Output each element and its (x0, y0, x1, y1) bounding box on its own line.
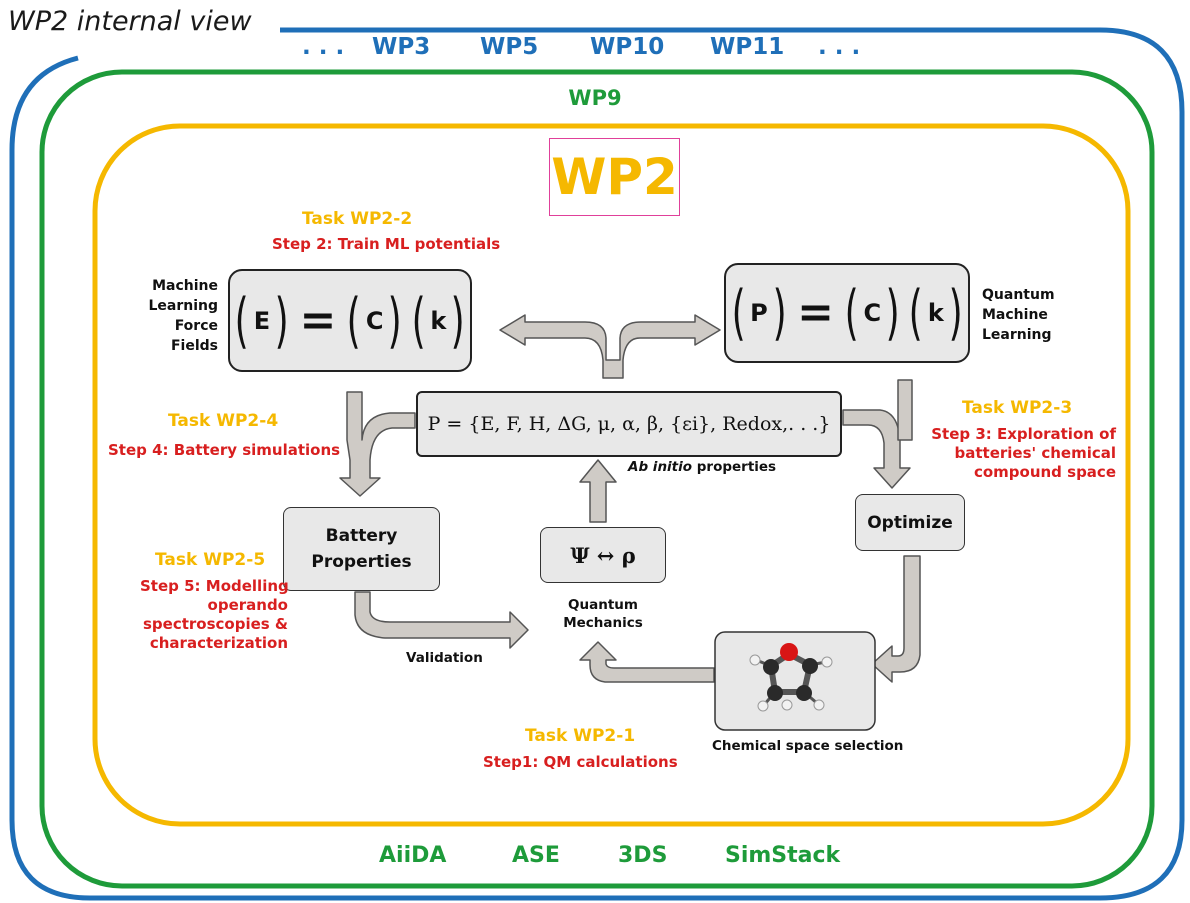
mlff-label: Machine Learning Force Fields (148, 278, 218, 354)
wp5-label: WP5 (480, 34, 539, 60)
arrow-properties-to-optimize (842, 409, 911, 489)
task-wp2-2: Task WP2-2 (302, 209, 413, 229)
qml-equation: (P)=(C)(k) (731, 278, 963, 348)
double-arrow-branch (499, 314, 721, 379)
tool-simstack: SimStack (725, 843, 841, 868)
task-wp2-1: Task WP2-1 (525, 726, 636, 746)
validation-label: Validation (406, 650, 483, 666)
step-5-label: Step 5: Modelling operando spectroscopie… (140, 577, 289, 652)
molecule-atoms (749, 643, 833, 712)
wp9-label: WP9 (568, 86, 622, 110)
tool-3ds: 3DS (618, 843, 668, 868)
quantum-mechanics-node: Ψ ↔ ρ (540, 527, 666, 583)
wp11-label: WP11 (710, 34, 785, 60)
task-wp2-3: Task WP2-3 (962, 398, 1073, 418)
page-title: WP2 internal view (8, 6, 252, 37)
step-3-label: Step 3: Exploration of batteries' chemic… (931, 425, 1116, 481)
outer-ring (9, 27, 1185, 901)
outer-dots-left: . . . (302, 34, 345, 60)
properties-formula: P = {E, F, H, ΔG, μ, α, β, {εi}, Redox,.… (427, 413, 831, 435)
middle-ring (39, 69, 1155, 889)
step-1-label: Step1: QM calculations (483, 753, 678, 771)
properties-box: P = {E, F, H, ΔG, μ, α, β, {εi}, Redox,.… (416, 391, 842, 457)
wp10-label: WP10 (590, 34, 665, 60)
qm-caption: Quantum Mechanics (563, 597, 643, 631)
arrow-qm-to-properties (579, 459, 617, 523)
optimize-node: Optimize (855, 494, 965, 551)
step-2-label: Step 2: Train ML potentials (272, 235, 501, 253)
arrow-optimize-to-chemspace (871, 555, 921, 683)
ab-initio-caption: Ab initio properties (628, 459, 777, 475)
arrow-qml-down (897, 379, 913, 441)
arrow-chemspace-to-qm (579, 641, 715, 683)
arrow-battery-to-validation (354, 591, 529, 649)
outer-dots-right: . . . (818, 34, 861, 60)
task-wp2-5: Task WP2-5 (155, 550, 266, 570)
chem-space-caption: Chemical space selection (712, 738, 904, 754)
arrow-mlff-to-battery (339, 391, 416, 497)
inner-ring (92, 123, 1131, 827)
wp3-label: WP3 (372, 34, 431, 60)
task-wp2-4: Task WP2-4 (168, 411, 279, 431)
tool-ase: ASE (512, 843, 560, 868)
mlff-equation-box: (E)=(C)(k) (228, 269, 472, 372)
qml-label: Quantum Machine Learning (982, 287, 1055, 343)
mlff-equation: (E)=(C)(k) (234, 285, 466, 356)
step-4-label: Step 4: Battery simulations (108, 441, 341, 459)
wp2-title: WP2 (549, 138, 680, 216)
qml-equation-box: (P)=(C)(k) (724, 263, 970, 363)
tool-aiida: AiiDA (379, 843, 447, 868)
